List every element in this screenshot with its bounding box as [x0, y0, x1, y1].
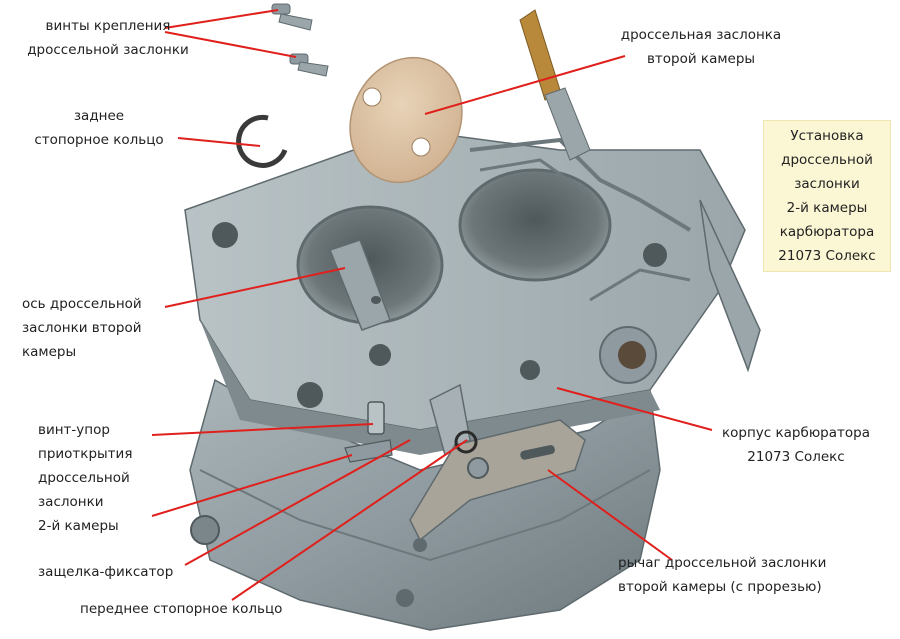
title-line: заслонки: [794, 176, 860, 192]
title-box: Установка дроссельной заслонки 2-й камер…: [763, 120, 891, 272]
label-axle: ось дроссельной заслонки второй камеры: [22, 296, 142, 360]
leader-lines: [151, 9, 713, 601]
label-rear-ring: заднее стопорное кольцо: [34, 108, 164, 148]
title-line: Установка: [790, 128, 864, 144]
screw-1: [271, 3, 313, 31]
label-lever: рычаг дроссельной заслонки второй камеры…: [618, 555, 827, 595]
title-line: карбюратора: [779, 224, 875, 240]
throttle-plate: [349, 56, 463, 184]
label-throttle-plate: дроссельная заслонка второй камеры: [620, 27, 782, 67]
title-line: 21073 Солекс: [778, 248, 876, 264]
rear-retaining-ring: [236, 114, 288, 168]
title-line: дроссельной: [781, 152, 873, 168]
title-line: 2-й камеры: [786, 200, 868, 216]
label-stop-screw: винт-упор приоткрытия дроссельной заслон…: [38, 422, 133, 534]
label-body: корпус карбюратора 21073 Солекс: [721, 425, 870, 465]
throttle-axle: [329, 239, 391, 331]
label-screws: винты крепления дроссельной заслонки: [27, 18, 189, 58]
label-latch: защелка-фиксатор: [38, 564, 174, 580]
carburetor-body: [184, 9, 761, 455]
label-front-ring: переднее стопорное кольцо: [80, 601, 283, 617]
screw-2: [289, 53, 329, 77]
